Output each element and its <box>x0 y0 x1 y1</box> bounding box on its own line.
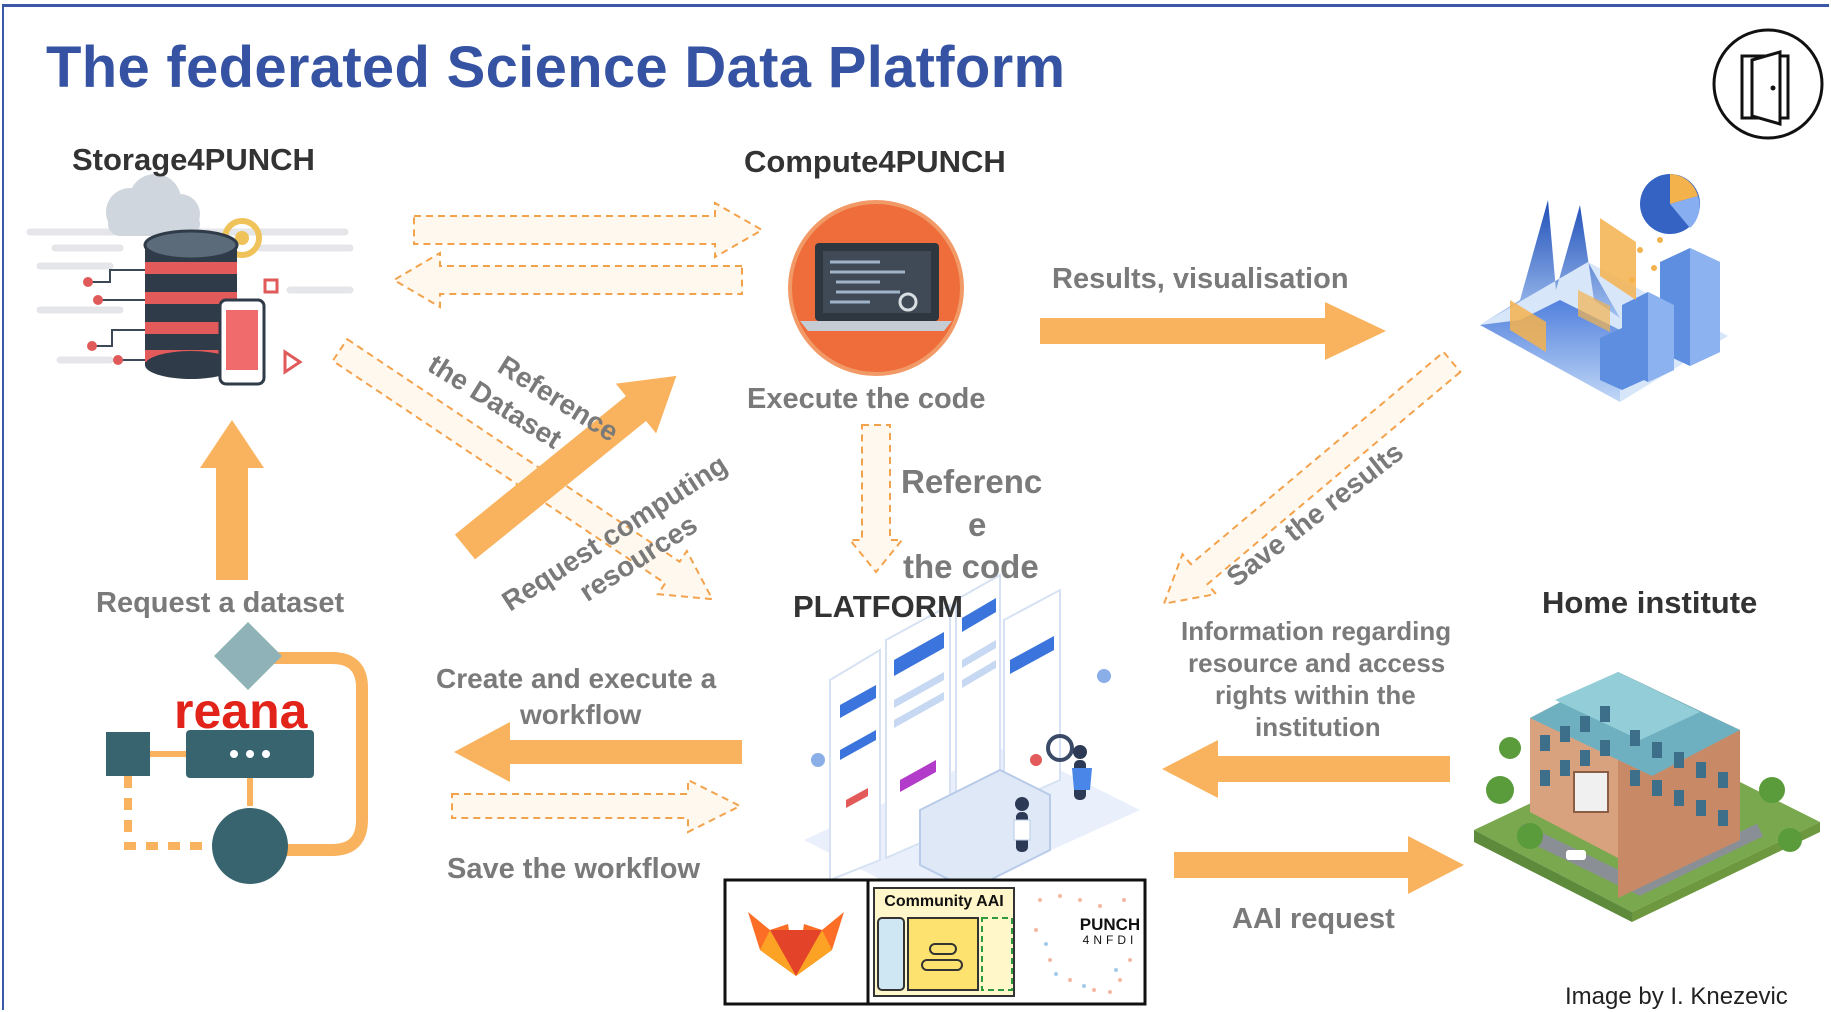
request-dataset-label: Request a dataset <box>96 587 345 619</box>
information-line1: Information regarding <box>1181 616 1452 646</box>
image-credit: Image by I. Knezevic <box>1565 983 1788 1010</box>
save-results-label: Save the results <box>1221 436 1409 593</box>
storage-heading: Storage4PUNCH <box>72 142 315 177</box>
arrow-aai-request <box>1174 836 1464 894</box>
create-workflow-line1: Create and execute a <box>436 663 717 694</box>
arrow-compute-to-storage <box>392 251 743 309</box>
reana-logo-text: reana <box>174 683 309 739</box>
arrow-reference-code <box>847 424 905 574</box>
community-aai-logo <box>873 887 1015 997</box>
arrow-save-workflow <box>451 778 743 834</box>
arrow-save-results <box>1162 350 1462 605</box>
create-workflow-line2: workflow <box>520 699 642 730</box>
community-aai-label: Community AAI <box>884 893 1003 910</box>
slide-frame <box>2 4 1829 1010</box>
save-results-text: Save the results <box>1221 436 1409 593</box>
gitlab-logo-icon <box>748 912 844 976</box>
compute-heading: Compute4PUNCH <box>744 144 1006 179</box>
reference-code-line3: the code <box>903 548 1039 585</box>
reana-logo-graphic <box>106 622 368 884</box>
execute-code-label: Execute the code <box>747 383 986 415</box>
reference-code-line1: Referenc <box>901 463 1043 500</box>
information-line2: resource and access <box>1188 648 1446 678</box>
reference-code-line2: e <box>968 506 987 543</box>
building-icon <box>1474 672 1820 922</box>
database-cloud-icon <box>26 174 354 386</box>
door-exit-icon[interactable] <box>1712 28 1824 140</box>
3d-data-visualisation-icon <box>1480 174 1728 402</box>
platform-heading: PLATFORM <box>793 589 963 624</box>
arrow-create-workflow <box>454 722 742 782</box>
aai-request-label: AAI request <box>1232 903 1395 935</box>
punch-logo-art <box>1034 894 1132 994</box>
arrow-storage-to-compute <box>413 201 765 259</box>
page-title: The federated Science Data Platform <box>46 35 1066 100</box>
arrow-request-computing <box>454 375 677 560</box>
save-workflow-label: Save the workflow <box>447 853 701 885</box>
arrow-results-visualisation <box>1040 302 1386 360</box>
results-visualisation-label: Results, visualisation <box>1052 263 1349 295</box>
arrow-information-rights <box>1162 740 1450 798</box>
punch-logo-subtext: 4NFDI <box>1083 933 1138 947</box>
information-line4: institution <box>1255 712 1381 742</box>
arrow-reference-dataset <box>331 337 715 601</box>
logo-strip <box>723 878 1147 1006</box>
laptop-code-icon <box>788 200 964 376</box>
home-institute-heading: Home institute <box>1542 585 1758 620</box>
web-platform-illustration-icon <box>804 573 1140 905</box>
arrow-request-dataset <box>200 420 264 580</box>
information-line3: rights within the <box>1215 680 1416 710</box>
punch-logo-text: PUNCH <box>1080 915 1140 934</box>
